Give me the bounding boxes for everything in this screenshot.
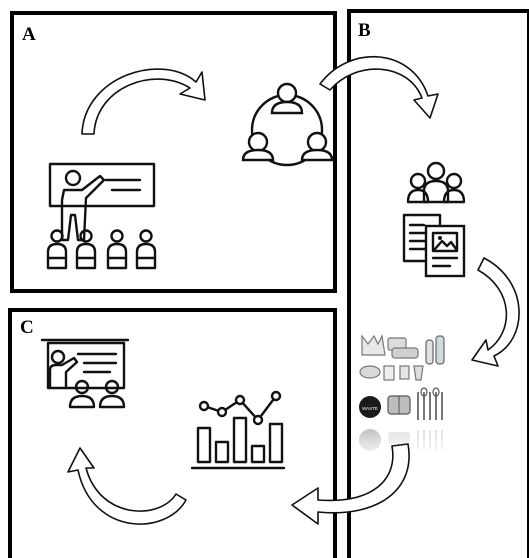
waste-badge-text: WASTE: [362, 406, 378, 411]
group-discussion-circle-icon: [241, 82, 334, 167]
presenter-board-audience-icon: [40, 338, 130, 409]
panel-a-frame: [10, 11, 337, 293]
panel-a-label: A: [22, 24, 36, 45]
curved-arrow-icon: [319, 55, 439, 119]
curved-arrow-icon: [67, 447, 187, 525]
curved-arrow-icon: [291, 443, 410, 525]
people-group-icon: [406, 161, 466, 204]
curved-arrow-icon: [471, 257, 520, 367]
bar-line-chart-icon: [190, 390, 286, 470]
panel-b-label: B: [358, 20, 371, 41]
documents-icon: [402, 213, 466, 278]
panel-c-frame: [8, 308, 337, 558]
panel-b-frame: [347, 9, 529, 558]
curved-arrow-icon: [81, 68, 206, 135]
plastic-waste-items-photo: WASTE: [356, 334, 452, 460]
panel-c-label: C: [20, 317, 34, 338]
teacher-presenting-class-icon: [46, 162, 157, 270]
